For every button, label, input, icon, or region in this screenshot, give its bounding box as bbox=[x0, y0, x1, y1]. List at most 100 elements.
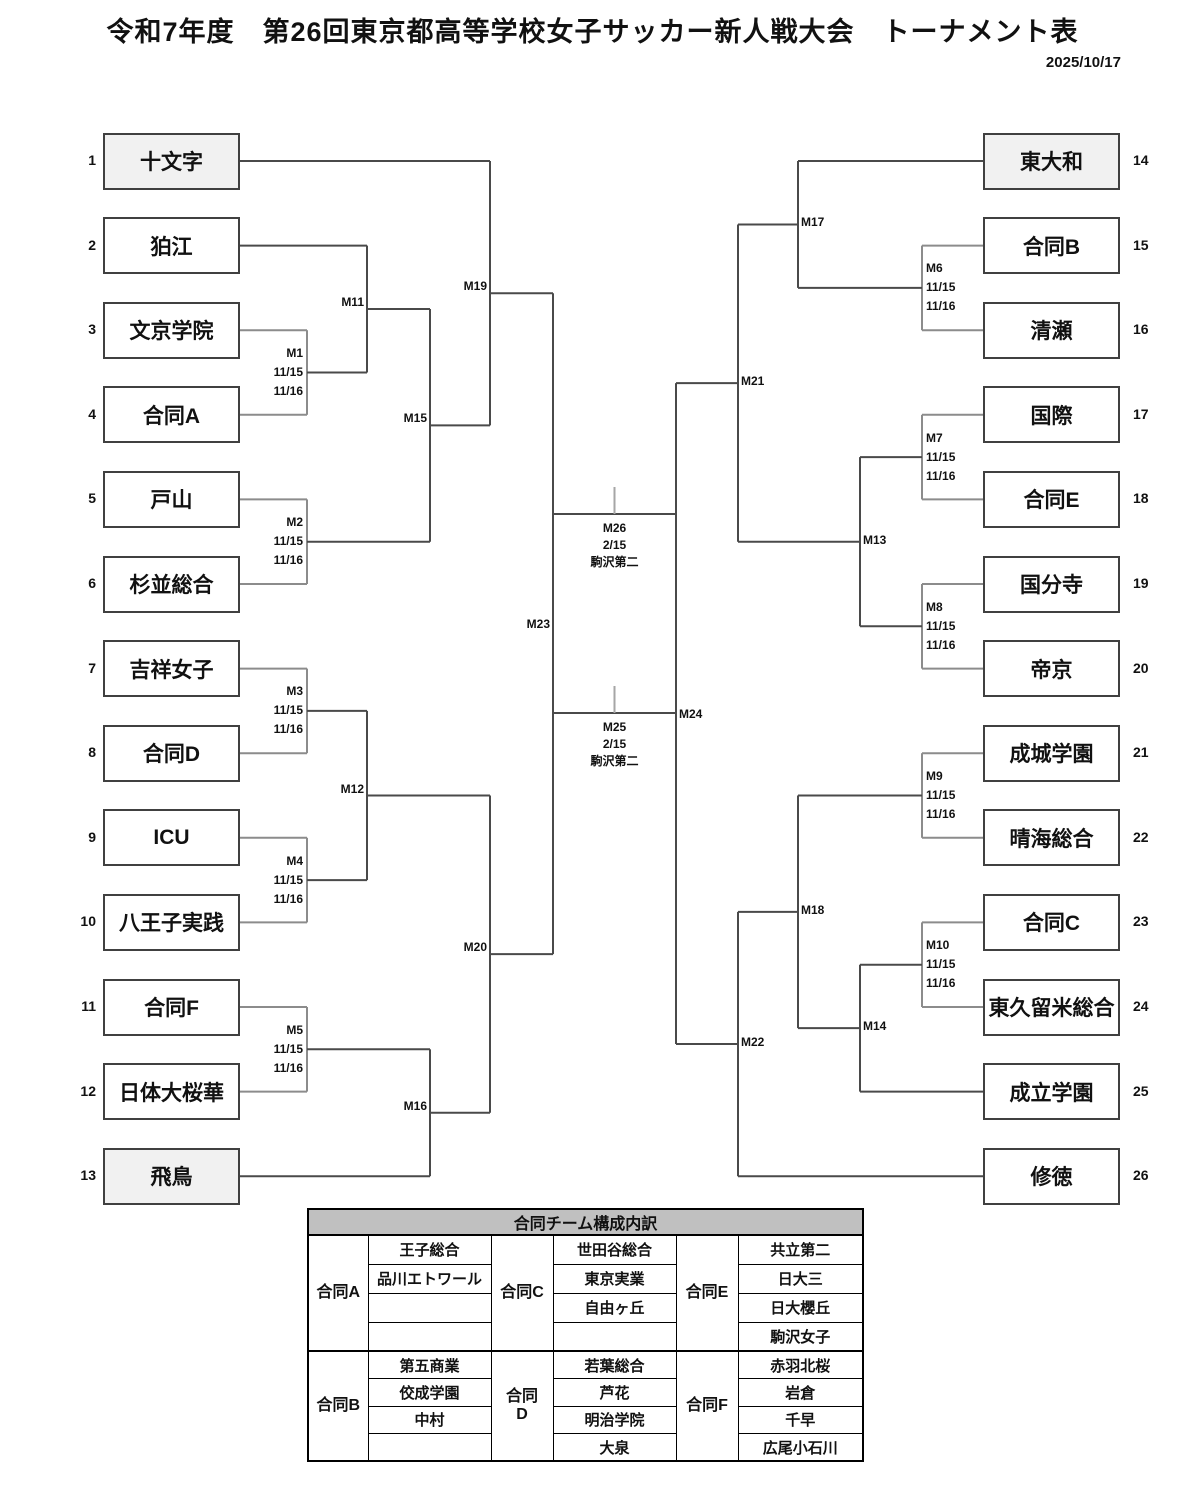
team-number-18: 18 bbox=[1133, 490, 1149, 507]
team-number-4: 4 bbox=[88, 405, 96, 422]
team-box-12: 日体大桜華 bbox=[103, 1063, 240, 1121]
group-D-member-3: 明治学院 bbox=[552, 1405, 677, 1434]
group-C-member-3: 自由ヶ丘 bbox=[552, 1292, 677, 1323]
team-box-19: 国分寺 bbox=[983, 555, 1120, 613]
page-title: 令和7年度 第26回東京都高等学校女子サッカー新人戦大会 トーナメント表 bbox=[106, 17, 1079, 47]
team-box-16: 清瀬 bbox=[983, 301, 1120, 359]
team-number-22: 22 bbox=[1133, 828, 1149, 845]
team-box-11: 合同F bbox=[103, 978, 240, 1036]
team-box-17: 国際 bbox=[983, 386, 1120, 444]
match-label-M4: M4 11/15 11/16 bbox=[273, 853, 303, 906]
team-number-20: 20 bbox=[1133, 659, 1149, 676]
team-box-24: 東久留米総合 bbox=[983, 978, 1120, 1036]
team-box-20: 帝京 bbox=[983, 640, 1120, 698]
match-label-M12: M12 bbox=[340, 781, 364, 796]
match-label-M8: M8 11/15 11/16 bbox=[926, 599, 956, 652]
match-label-M24: M24 bbox=[679, 706, 703, 721]
team-box-1: 十文字 bbox=[103, 132, 240, 190]
team-box-14: 東大和 bbox=[983, 132, 1120, 190]
team-number-9: 9 bbox=[88, 828, 96, 845]
team-box-8: 合同D bbox=[103, 724, 240, 782]
match-label-M9: M9 11/15 11/16 bbox=[926, 769, 956, 821]
team-box-22: 晴海総合 bbox=[983, 809, 1120, 867]
group-A-member-2: 品川エトワール bbox=[367, 1263, 492, 1294]
team-number-3: 3 bbox=[88, 321, 96, 338]
team-box-15: 合同B bbox=[983, 217, 1120, 275]
group-label-B: 合同B bbox=[307, 1350, 369, 1462]
team-number-23: 23 bbox=[1133, 913, 1149, 930]
match-label-M18: M18 bbox=[801, 902, 825, 917]
group-A-member-3 bbox=[367, 1292, 492, 1323]
match-label-M1: M1 11/15 11/16 bbox=[273, 346, 303, 398]
group-D-member-1: 若葉総合 bbox=[552, 1350, 677, 1379]
match-label-M21: M21 bbox=[741, 374, 765, 389]
match-label-M11: M11 bbox=[341, 295, 364, 310]
team-box-21: 成城学園 bbox=[983, 724, 1120, 782]
group-A-member-4 bbox=[367, 1321, 492, 1352]
match-label-M22: M22 bbox=[741, 1035, 765, 1049]
group-F-member-1: 赤羽北桜 bbox=[737, 1350, 864, 1379]
match-label-M14: M14 bbox=[863, 1019, 887, 1034]
group-B-member-3: 中村 bbox=[367, 1405, 492, 1434]
team-number-6: 6 bbox=[88, 575, 96, 591]
match-label-M5: M5 11/15 11/16 bbox=[273, 1022, 303, 1075]
match-label-M10: M10 11/15 11/16 bbox=[926, 938, 956, 991]
group-D-member-4: 大泉 bbox=[552, 1433, 677, 1462]
team-box-25: 成立学園 bbox=[983, 1063, 1120, 1121]
team-box-10: 八王子実践 bbox=[103, 893, 240, 951]
team-number-24: 24 bbox=[1133, 998, 1149, 1014]
group-label-F: 合同F bbox=[675, 1350, 739, 1462]
team-number-8: 8 bbox=[88, 744, 96, 761]
team-box-6: 杉並総合 bbox=[103, 555, 240, 613]
group-A-member-1: 王子総合 bbox=[367, 1234, 492, 1265]
match-label-M15: M15 bbox=[403, 411, 427, 426]
team-number-5: 5 bbox=[88, 490, 96, 507]
group-F-member-2: 岩倉 bbox=[737, 1378, 864, 1407]
group-D-member-2: 芦花 bbox=[552, 1378, 677, 1407]
team-number-19: 19 bbox=[1133, 575, 1149, 591]
group-E-member-4: 駒沢女子 bbox=[737, 1321, 864, 1352]
group-label-E: 合同E bbox=[675, 1234, 739, 1352]
team-box-26: 修徳 bbox=[983, 1147, 1120, 1205]
team-number-2: 2 bbox=[88, 236, 96, 253]
joint-team-table-header: 合同チーム構成内訳 bbox=[307, 1208, 864, 1236]
group-F-member-3: 千早 bbox=[737, 1405, 864, 1434]
match-label-M7: M7 11/15 11/16 bbox=[926, 430, 956, 483]
group-label-C: 合同C bbox=[490, 1234, 554, 1352]
team-number-14: 14 bbox=[1133, 152, 1149, 168]
team-number-26: 26 bbox=[1133, 1167, 1149, 1184]
team-number-25: 25 bbox=[1133, 1082, 1149, 1099]
group-B-member-1: 第五商業 bbox=[367, 1350, 492, 1379]
document-date: 2025/10/17 bbox=[1045, 54, 1121, 71]
match-label-M13: M13 bbox=[863, 532, 887, 547]
match-label-M17: M17 bbox=[801, 215, 825, 230]
match-label-M19: M19 bbox=[463, 279, 487, 294]
team-box-18: 合同E bbox=[983, 470, 1120, 528]
team-box-4: 合同A bbox=[103, 386, 240, 444]
team-box-13: 飛鳥 bbox=[103, 1147, 240, 1205]
team-number-13: 13 bbox=[80, 1167, 96, 1184]
group-label-A: 合同A bbox=[307, 1234, 369, 1352]
team-box-23: 合同C bbox=[983, 893, 1120, 951]
team-number-7: 7 bbox=[88, 659, 96, 676]
team-number-16: 16 bbox=[1133, 321, 1149, 338]
team-box-9: ICU bbox=[103, 809, 240, 867]
team-box-5: 戸山 bbox=[103, 470, 240, 528]
match-label-M6: M6 11/15 11/16 bbox=[926, 261, 956, 314]
team-box-2: 狛江 bbox=[103, 217, 240, 275]
team-number-12: 12 bbox=[80, 1082, 96, 1099]
team-number-1: 1 bbox=[88, 152, 96, 168]
group-E-member-1: 共立第二 bbox=[737, 1234, 864, 1265]
match-label-M3: M3 11/15 11/16 bbox=[273, 684, 303, 737]
group-C-member-4 bbox=[552, 1321, 677, 1352]
team-number-17: 17 bbox=[1133, 405, 1149, 422]
group-E-member-3: 日大櫻丘 bbox=[737, 1292, 864, 1323]
group-B-member-4 bbox=[367, 1433, 492, 1462]
match-label-M2: M2 11/15 11/16 bbox=[273, 515, 303, 568]
team-number-11: 11 bbox=[81, 998, 96, 1014]
team-box-3: 文京学院 bbox=[103, 301, 240, 359]
